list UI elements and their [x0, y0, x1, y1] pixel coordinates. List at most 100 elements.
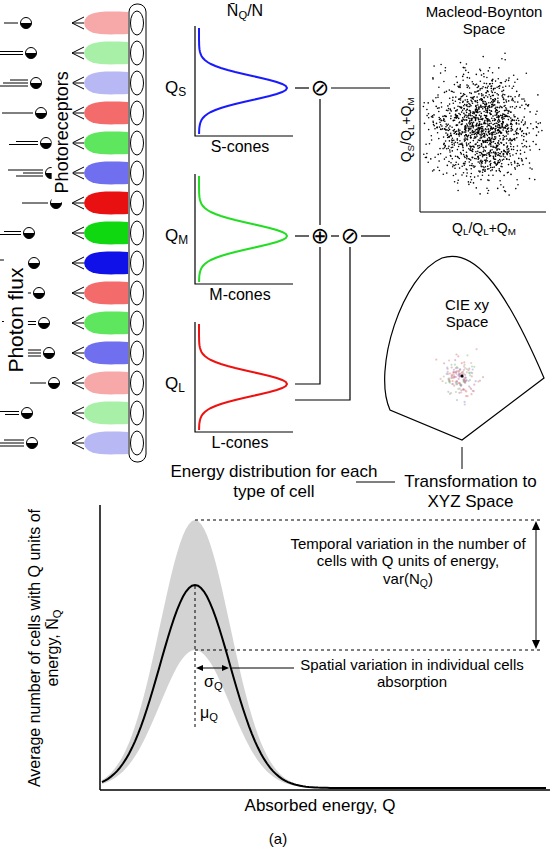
data-point	[507, 172, 509, 174]
data-point	[469, 165, 471, 167]
data-point	[485, 87, 487, 89]
data-point	[456, 109, 458, 111]
data-point	[511, 128, 513, 130]
data-point	[480, 118, 482, 120]
data-point	[496, 114, 498, 116]
data-point	[511, 164, 513, 166]
data-point	[497, 162, 499, 164]
data-point	[447, 133, 449, 135]
data-point	[470, 176, 472, 178]
data-point	[506, 126, 508, 128]
data-point	[462, 76, 464, 78]
data-point	[469, 113, 471, 115]
data-point	[494, 139, 496, 141]
data-point	[483, 83, 485, 85]
data-point	[478, 121, 480, 123]
data-point	[452, 158, 454, 160]
data-point	[478, 108, 480, 110]
data-point	[498, 119, 500, 121]
data-point	[468, 122, 470, 124]
photon-streak	[23, 173, 43, 174]
data-point	[445, 116, 447, 118]
data-point	[461, 123, 463, 125]
data-point	[472, 81, 474, 83]
data-point	[513, 74, 515, 76]
data-point	[486, 83, 488, 85]
data-point	[477, 159, 479, 161]
data-point	[508, 116, 510, 118]
data-point	[514, 138, 516, 140]
data-point	[510, 120, 512, 122]
data-point	[486, 157, 488, 159]
data-point	[451, 147, 453, 149]
data-point	[505, 135, 507, 137]
data-point	[461, 120, 463, 122]
data-point	[483, 76, 485, 78]
data-point	[495, 107, 497, 109]
data-point	[537, 123, 539, 125]
data-point	[487, 123, 489, 125]
data-point	[494, 120, 496, 122]
data-point	[449, 89, 451, 91]
data-point	[449, 113, 451, 115]
data-point	[465, 70, 467, 72]
data-point	[466, 144, 468, 146]
data-point	[491, 104, 493, 106]
data-point	[486, 126, 488, 128]
data-point	[481, 113, 483, 115]
leader-line	[356, 482, 395, 483]
photon-streak	[0, 411, 19, 412]
data-point	[480, 119, 482, 121]
data-point	[479, 137, 481, 139]
data-point	[481, 163, 483, 165]
data-point	[444, 129, 446, 131]
data-point	[469, 158, 471, 160]
data-point	[494, 128, 496, 130]
data-point	[465, 110, 467, 112]
data-point	[440, 120, 442, 122]
chromaticity-point	[452, 383, 454, 385]
data-point	[514, 116, 516, 118]
data-point	[516, 123, 518, 125]
chromaticity-point	[449, 382, 451, 384]
outer-segment	[131, 41, 144, 65]
caption-note: Transformation to XYZ Space	[398, 472, 543, 511]
data-point	[467, 77, 469, 79]
data-point	[444, 120, 446, 122]
data-point	[482, 169, 484, 171]
data-point	[476, 111, 478, 113]
data-point	[507, 110, 509, 112]
data-point	[481, 93, 483, 95]
data-point	[479, 89, 481, 91]
data-point	[460, 133, 462, 135]
data-point	[469, 110, 471, 112]
data-point	[480, 124, 482, 126]
signal-wire	[295, 247, 350, 400]
data-point	[463, 74, 465, 76]
data-point	[473, 121, 475, 123]
data-point	[495, 80, 497, 82]
data-point	[489, 105, 491, 107]
data-point	[490, 86, 492, 88]
data-point	[540, 122, 542, 124]
data-point	[493, 151, 495, 153]
data-point	[497, 188, 499, 190]
data-point	[486, 115, 488, 117]
data-point	[466, 135, 468, 137]
data-point	[509, 153, 511, 155]
data-point	[495, 127, 497, 129]
data-point	[467, 115, 469, 117]
data-point	[477, 132, 479, 134]
data-point	[437, 167, 439, 169]
mean-curve	[102, 585, 546, 788]
chromaticity-point	[459, 368, 461, 370]
photon	[39, 318, 50, 329]
data-point	[473, 133, 475, 135]
data-point	[463, 162, 465, 164]
data-point	[496, 109, 498, 111]
data-point	[506, 131, 508, 133]
data-point	[485, 115, 487, 117]
data-point	[441, 102, 443, 104]
data-point	[516, 132, 518, 134]
data-point	[510, 123, 512, 125]
